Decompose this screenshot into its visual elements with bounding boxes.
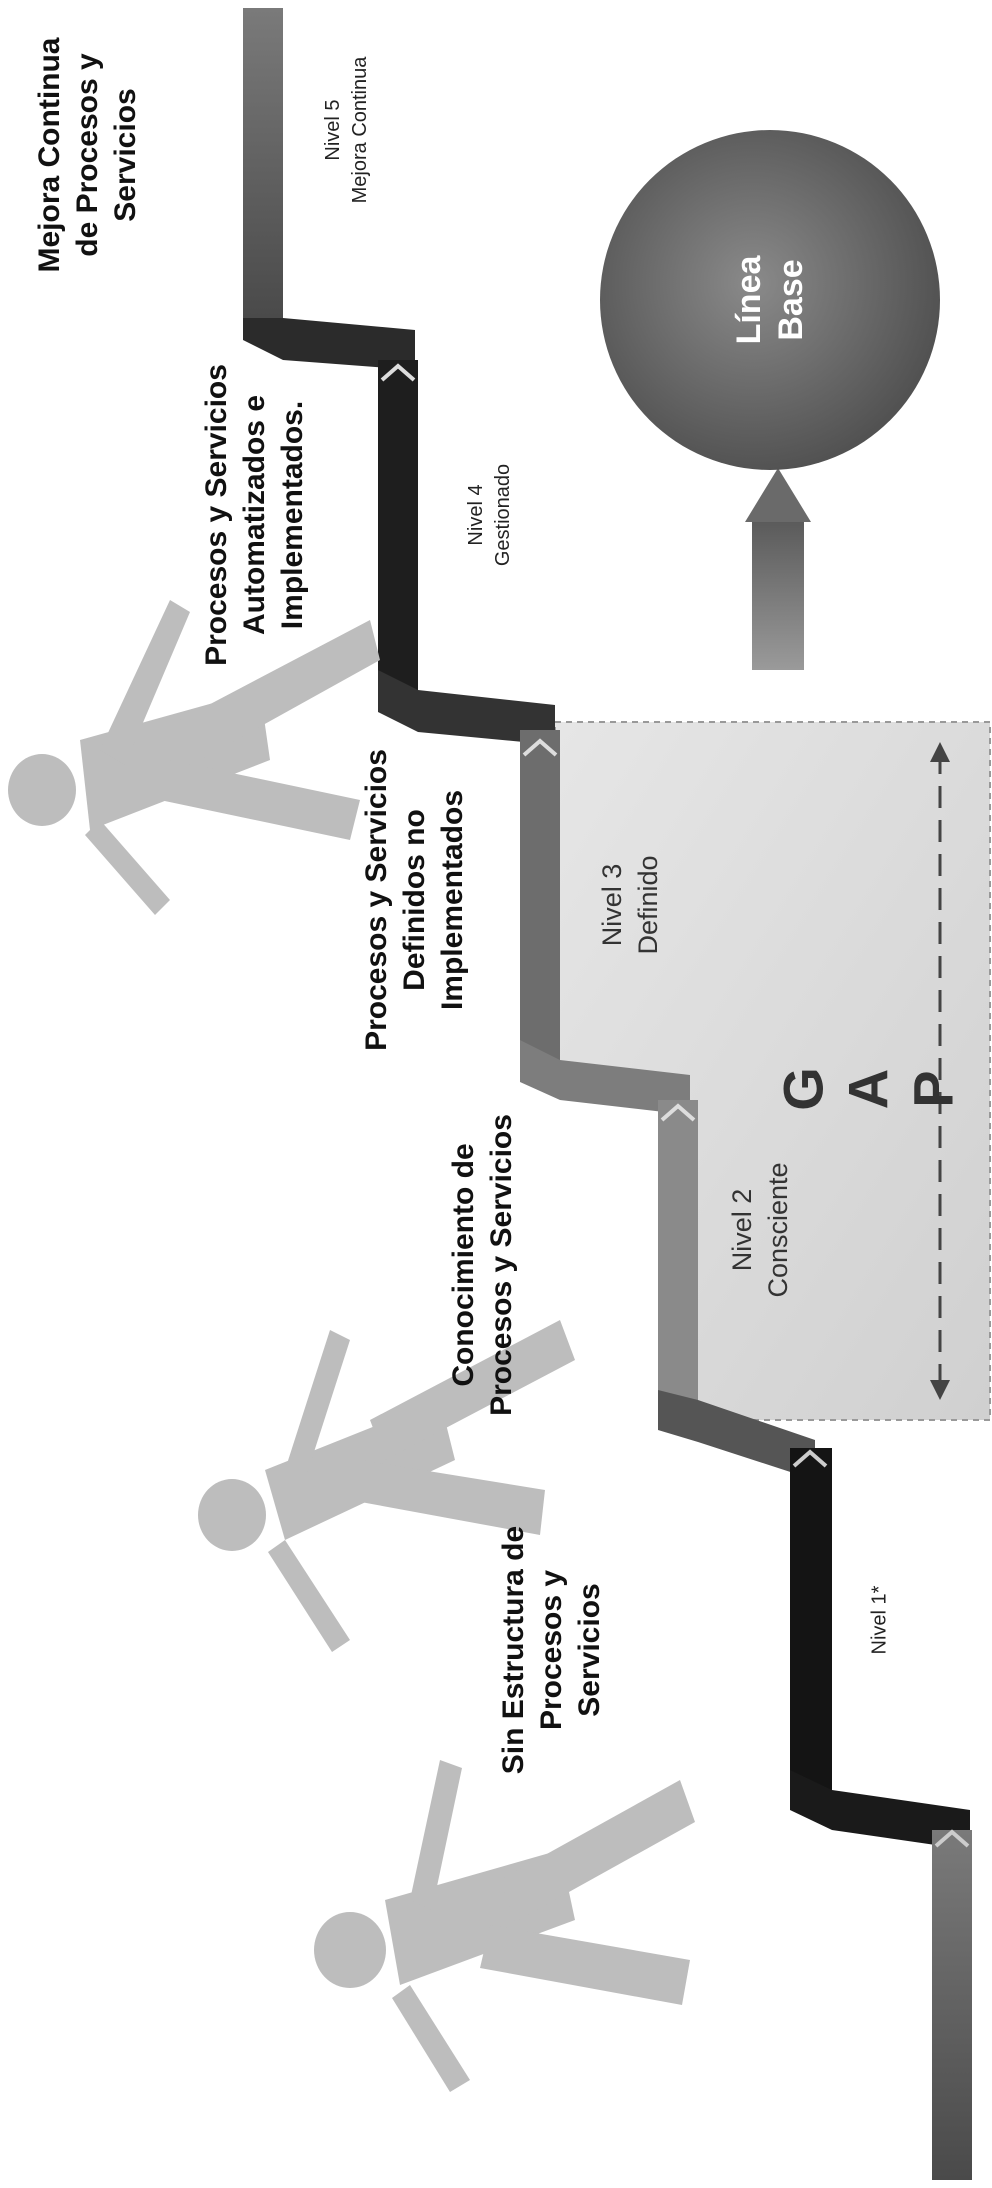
riser-4-3: [378, 670, 555, 745]
riser-5-4: [243, 318, 415, 370]
label-mejora-continua: Mejora Continua de Procesos y Servicios: [33, 37, 142, 273]
label-linea-base: Línea Base: [730, 255, 810, 345]
label-nivel-5: Nivel 5 Mejora Continua: [322, 56, 371, 204]
baseline-circle: [600, 130, 940, 470]
label-automatizados: Procesos y Servicios Automatizados e Imp…: [200, 364, 309, 666]
figure-bottom: [314, 1760, 695, 2092]
label-definidos-no-implementados: Procesos y Servicios Definidos no Implem…: [360, 749, 469, 1051]
riser-1-0: [790, 1770, 970, 1850]
step-nivel-4: [378, 360, 418, 690]
step-nivel-2: [658, 1100, 698, 1400]
step-base: [932, 1830, 972, 2180]
figure-top: [8, 600, 380, 915]
riser-3-2: [520, 1040, 690, 1115]
label-nivel-1: Nivel 1*: [868, 1585, 891, 1655]
step-nivel-1: [790, 1448, 832, 1790]
up-arrow: [745, 468, 811, 670]
label-nivel-4: Nivel 4 Gestionado: [465, 463, 514, 567]
label-sin-estructura: Sin Estructura de Procesos y Servicios: [497, 1525, 606, 1775]
riser-2-1: [658, 1390, 815, 1480]
label-gap: G A P: [771, 1049, 965, 1111]
figure-middle: [198, 1320, 575, 1652]
staircase: [243, 8, 972, 2180]
label-nivel-3: Nivel 3 Definido: [597, 855, 663, 955]
label-nivel-2: Nivel 2 Consciente: [727, 1162, 793, 1298]
label-conocimiento: Conocimiento de Procesos y Servicios: [447, 1114, 518, 1416]
step-nivel-5: [243, 8, 283, 318]
step-nivel-3: [520, 730, 560, 1060]
